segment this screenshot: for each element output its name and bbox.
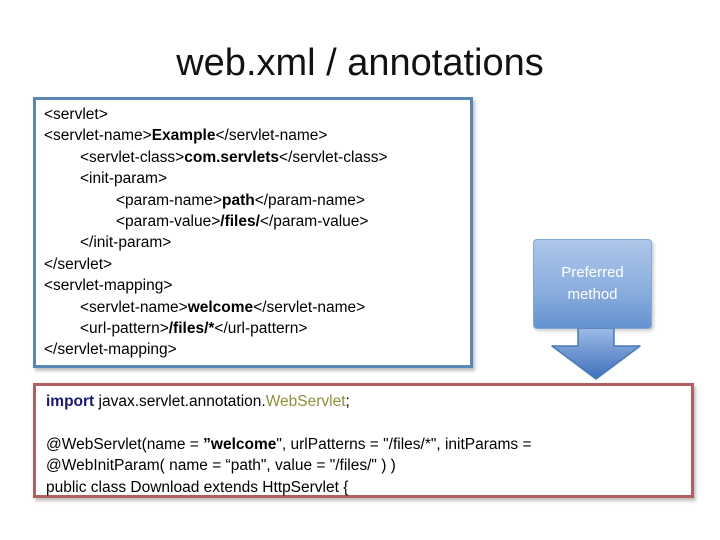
code-line: import javax.servlet.annotation.WebServl… bbox=[46, 393, 350, 410]
code-line: <servlet-name>Example</servlet-name> bbox=[44, 127, 328, 145]
code-line: <servlet> bbox=[44, 106, 108, 123]
code-line: @WebServlet(name = ”welcome", urlPattern… bbox=[46, 435, 532, 453]
code-line: <url-pattern>/files/*</url-pattern> bbox=[80, 320, 308, 338]
callout-line-2: method bbox=[567, 286, 618, 303]
code-line: <servlet-class>com.servlets</servlet-cla… bbox=[80, 148, 388, 166]
code-line: <init-param> bbox=[80, 170, 168, 188]
page-title: web.xml / annotations bbox=[176, 42, 544, 84]
code-line: </servlet-mapping> bbox=[44, 341, 177, 359]
code-line: </servlet> bbox=[44, 255, 113, 273]
java-annotation-code-box: import javax.servlet.annotation.WebServl… bbox=[33, 383, 694, 498]
web-xml-code-box: <servlet> <servlet-name>Example</servlet-… bbox=[33, 97, 473, 368]
preferred-method-callout: Preferred method bbox=[533, 239, 652, 329]
code-line: public class Download extends HttpServle… bbox=[46, 478, 349, 496]
code-line: @WebInitParam( name = “path", value = "/… bbox=[46, 457, 396, 475]
code-line: </init-param> bbox=[80, 234, 172, 252]
callout-line-1: Preferred bbox=[561, 264, 624, 281]
code-line bbox=[46, 412, 681, 433]
code-line: <param-name>path</param-name> bbox=[116, 191, 365, 209]
code-line: <param-value>/files/</param-value> bbox=[116, 213, 369, 231]
down-arrow-icon bbox=[551, 328, 641, 380]
code-line: <servlet-mapping> bbox=[44, 277, 173, 295]
code-line: <servlet-name>welcome</servlet-name> bbox=[80, 298, 366, 316]
